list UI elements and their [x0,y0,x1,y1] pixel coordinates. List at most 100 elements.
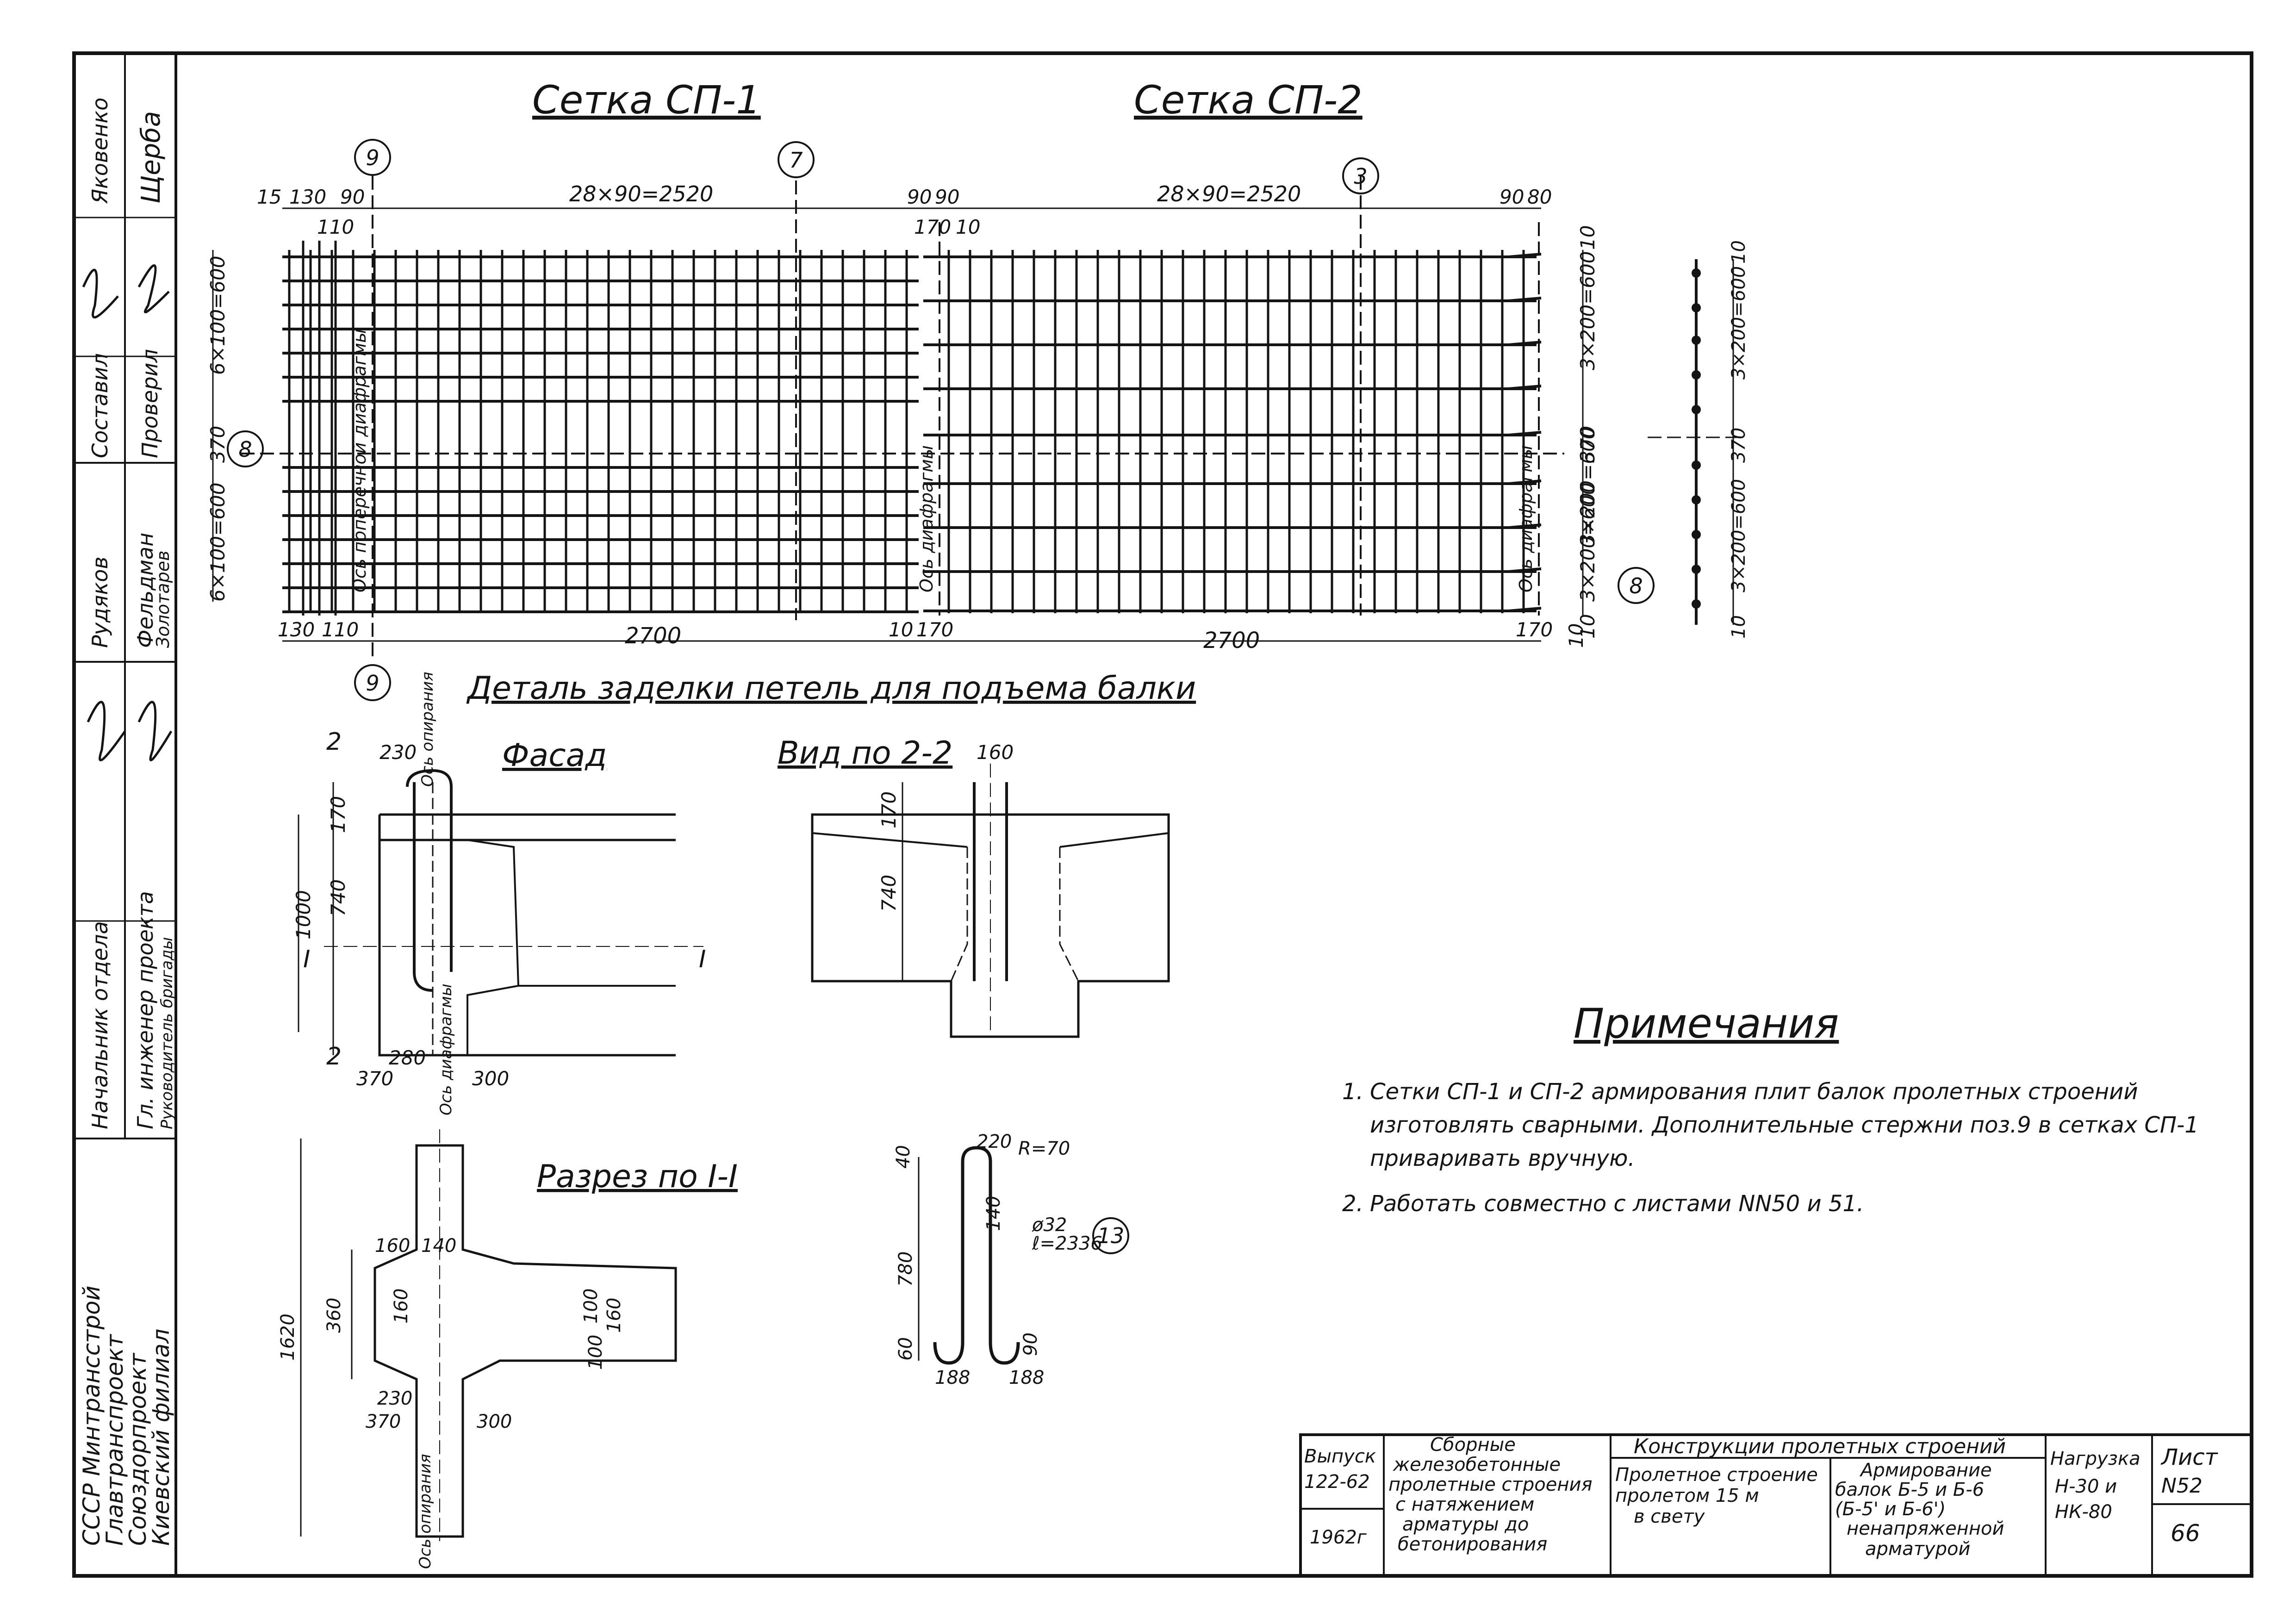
mesh-section: 10 3×200=600 370 3×200=600 10 [1648,240,1749,639]
position-marker [1092,1217,1129,1254]
section-dim-b: 140 [421,1235,456,1257]
dim-m1-left-1: 370 [206,426,229,463]
title-block: Выпуск 122-62 1962г Сборные железобетонн… [1299,1433,2253,1577]
note-text: Работать совместно с листами NN50 и 51. [1370,1191,1864,1217]
note-item: 2. Работать совместно с листами NN50 и 5… [1342,1187,2221,1220]
section-dim-a: 160 [375,1235,410,1257]
section-dim-4: 10 [1728,615,1749,639]
bar-section-dot [1692,530,1701,539]
stamp-role-1: Гл. инженер проекта [133,891,158,1129]
note-text: Сетки СП-1 и СП-2 армирования плит балок… [1370,1079,2199,1171]
dim-m2-right-1: 3×200=600 [1576,251,1599,370]
tb-issue: 122-62 [1304,1471,1370,1493]
facade-dim-6: I [303,946,310,973]
bar-end [1508,523,1542,529]
facade-dim-10: 370 [356,1067,393,1090]
tb-subject-4: арматурой [1865,1538,1970,1560]
tb-subject-2: (Б-5' и Б-6') [1835,1499,1946,1520]
dim-m2-top-right-1: 80 [1527,186,1552,208]
stamp-role2-1: Проверил [137,349,162,458]
axis-label-2: Ось диафрагмы [1516,445,1536,592]
tb-series-1: железобетонные [1393,1454,1561,1475]
bar-dim-4: ø32 [1032,1214,1067,1236]
section11-title: Разрез по I-I [537,1158,738,1195]
view-2-2: 160 170 740 [811,741,1170,1038]
dim-m1-top-3: 110 [317,216,354,238]
sheet-frame [72,51,2253,1578]
stamp-role-2: Руководитель бригады [158,937,176,1129]
facade-dim-12: Ось диафрагмы [437,983,455,1115]
stamp-name-0: Рудяков [87,557,112,648]
tb-series-4: арматуры до [1402,1514,1529,1535]
tb-page: 66 [2171,1520,2200,1547]
dim-m2-right-4: 3×200=600 [1576,483,1599,602]
bar-end [1508,567,1542,573]
stamp-org-0: СССР Минтрансстрой [78,1286,105,1546]
tb-year: 1962г [1310,1527,1367,1548]
section-dim-3: 3×200=600 [1728,479,1749,592]
dim-m1-top-1: 130 [289,186,326,208]
view22-dim-0: 160 [977,741,1014,764]
dim-m2-right-5: 10 [1576,614,1599,639]
facade-dim-7: I [699,946,706,973]
note-number: 2. [1342,1191,1363,1217]
facade-dim-9: 280 [389,1046,426,1069]
note-number: 1. [1342,1079,1363,1105]
axis-label-1: Ось диафрагмы [916,445,937,592]
dim-mid-top-3: 10 [956,216,980,238]
bar-dim-3: 140 [983,1196,1004,1231]
section-dim-f: 160 [604,1298,625,1333]
tb-issue-label: Выпуск [1304,1446,1376,1467]
dim-bottom-3: 10 [889,618,913,641]
bar-dim-9: 188 [935,1367,970,1388]
mesh2-title: Сетка СП-2 [1134,77,1363,123]
bar-dim-7: 780 [895,1251,916,1287]
dim-mid-top-0: 90 [907,186,932,208]
dim-bottom-0: 130 [278,618,315,641]
note-item: 1. Сетки СП-1 и СП-2 армирования плит ба… [1342,1075,2221,1175]
section-dim-c: 360 [324,1298,345,1333]
notes-heading: Примечания [1574,1000,1839,1047]
stamp-name2-1: Щерба [136,111,166,204]
stamp-org-3: Киевский филиал [148,1329,174,1546]
facade-dim-5: 1000 [292,890,315,940]
view22-dim-1: 170 [877,791,900,828]
dim-mid-top-2: 170 [914,216,951,238]
dim-mid-top-1: 90 [935,186,959,208]
dim-bottom-4: 170 [916,618,953,641]
tb-section: Конструкции пролетных строений [1634,1435,2006,1458]
marker-label: 7 [789,148,803,173]
dim-m1-left-0: 6×100=600 [206,256,229,375]
position-marker [1342,157,1379,194]
facade-view: 2 230 Ось опирания 170 740 1000 I I 2 28… [292,672,706,1115]
bar-end [1508,253,1542,258]
dim-m2-right-0: 10 [1576,225,1599,250]
section-dim-h: 1620 [277,1313,299,1361]
facade-dim-0: 2 [326,728,342,756]
section-i-i: 160 140 360 160 100 160 100 1620 230 370… [277,1129,677,1569]
tb-span-0: Пролетное строение [1615,1464,1818,1486]
dim-m1-left-2: 6×100=600 [206,483,229,602]
facade-dim-4: 740 [327,879,349,916]
section-dim-e: 100 [580,1288,602,1324]
signature-mark [137,701,173,761]
bar-section-dot [1692,303,1701,312]
bar-dim-8: 60 [895,1337,916,1361]
stamp-org-2: Союздорпроект [124,1352,151,1546]
bar-end [1508,479,1542,485]
notes-block: Примечания 1. Сетки СП-1 и СП-2 армирова… [1342,1000,2221,1232]
tb-load-label: Нагрузка [2050,1448,2140,1469]
marker-label: 9 [366,671,379,696]
dim-bottom-5: 2700 [1203,628,1260,653]
bar-end [1508,297,1542,302]
tb-subject-1: балок Б-5 и Б-6 [1835,1479,1984,1500]
bar-section-dot [1692,268,1701,278]
section-dim-2: 370 [1728,428,1749,463]
facade-title: Фасад [502,737,607,774]
bar-section-dot [1692,599,1701,609]
dim-m2-right-2: 370 [1576,426,1599,463]
dim-m1-span: 28×90=2520 [569,181,713,206]
stamp-role-0: Начальник отдела [87,921,112,1129]
dim-m2-span: 28×90=2520 [1157,181,1301,206]
